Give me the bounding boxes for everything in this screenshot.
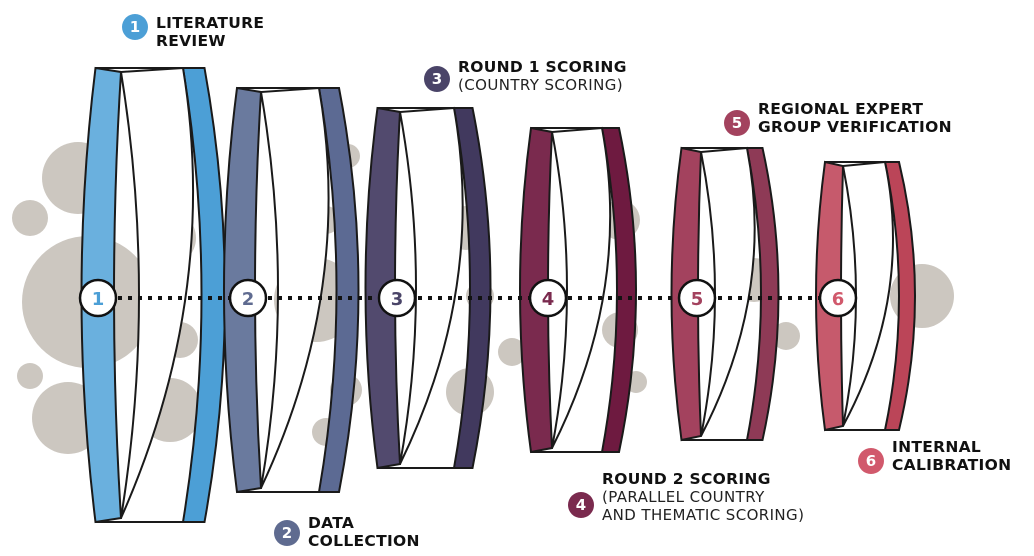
stage-6-ring (815, 160, 916, 432)
stage-4-title: ROUND 2 SCORING (602, 470, 771, 488)
stage-5-title: GROUP VERIFICATION (758, 118, 952, 136)
stage-4-badge: 4 (568, 492, 594, 518)
bubble (772, 322, 800, 350)
stage-3-node: 3 (377, 278, 417, 318)
stage-6-label: 6 INTERNAL CALIBRATION (858, 438, 1011, 474)
stage-6-title: INTERNAL (892, 438, 982, 456)
stage-2-node: 2 (228, 278, 268, 318)
stage-4-subtitle: (PARALLEL COUNTRY (602, 488, 765, 506)
stage-5-node: 5 (677, 278, 717, 318)
stage-4-node: 4 (528, 278, 568, 318)
stage-5-badge: 5 (724, 110, 750, 136)
stage-6-title: CALIBRATION (892, 456, 1012, 474)
stage-5-node-label: 5 (691, 289, 704, 310)
bubble (17, 363, 43, 389)
stage-1-node-label: 1 (92, 289, 105, 310)
stage-5-ring (670, 146, 780, 442)
bubble (498, 338, 526, 366)
stage-5-title: REGIONAL EXPERT (758, 100, 924, 118)
stage-3-title: ROUND 1 SCORING (458, 58, 627, 76)
stage-2-badge: 2 (274, 520, 300, 546)
stage-1-title: REVIEW (156, 32, 226, 50)
stage-6-node-label: 6 (832, 289, 845, 310)
stage-4-label: 4 ROUND 2 SCORING (PARALLEL COUNTRY AND … (568, 470, 804, 524)
stage-3-label: 3 ROUND 1 SCORING (COUNTRY SCORING) (424, 58, 627, 94)
stage-3-badge: 3 (424, 66, 450, 92)
stage-3-subtitle: (COUNTRY SCORING) (458, 76, 624, 94)
stage-2-node-label: 2 (242, 289, 255, 310)
stage-6-badge: 6 (858, 448, 884, 474)
stage-6-node: 6 (818, 278, 858, 318)
stage-1-badge: 1 (122, 14, 148, 40)
bubble (12, 200, 48, 236)
stage-5-label: 5 REGIONAL EXPERT GROUP VERIFICATION (724, 100, 952, 136)
stage-1-node: 1 (78, 278, 118, 318)
stage-2-label: 2 DATA COLLECTION (274, 514, 420, 550)
stage-3-node-label: 3 (391, 289, 404, 310)
stage-2-title: DATA (308, 514, 355, 532)
stage-2-title: COLLECTION (308, 532, 420, 550)
stage-4-node-label: 4 (542, 289, 555, 310)
stage-3-ring (364, 106, 492, 470)
stage-1-label: 1 LITERATURE REVIEW (122, 14, 264, 50)
stage-1-title: LITERATURE (156, 14, 265, 32)
stage-4-subtitle: AND THEMATIC SCORING) (602, 506, 805, 524)
